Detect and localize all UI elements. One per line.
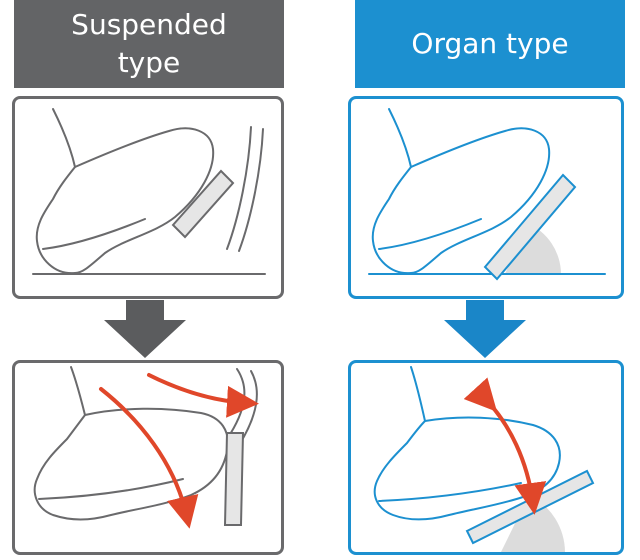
- shoe-outline: [35, 127, 215, 275]
- curved-arrow-icon: [463, 377, 547, 515]
- shoe-outline: [33, 407, 229, 521]
- suspended-type-header: Suspended type: [14, 0, 284, 88]
- leg-outline: [52, 108, 76, 168]
- shoe-sole-line: [378, 482, 522, 502]
- pedal-pad: [171, 169, 235, 239]
- suspended-type-title: Suspended type: [71, 8, 227, 79]
- shoe-sole-line: [378, 218, 482, 250]
- shoe-outline: [371, 127, 551, 275]
- organ-type-header: Organ type: [355, 0, 625, 88]
- pedal-arm-outer: [226, 126, 252, 250]
- pedal-pad: [223, 432, 245, 526]
- leg-outline: [410, 366, 426, 422]
- organ-type-title: Organ type: [411, 27, 569, 60]
- organ-pedal-rest-illustration: [368, 108, 606, 281]
- curved-arrow-icon: [147, 373, 259, 418]
- pedal-pad: [483, 173, 577, 281]
- down-arrow-icon: [104, 300, 186, 358]
- pivot-arc: [505, 223, 561, 274]
- suspended-pedal-press-illustration: [33, 366, 259, 529]
- organ-pedal-press-panel: [348, 360, 624, 555]
- organ-pedal-rest-panel: [348, 96, 624, 299]
- suspended-pedal-press-panel: [12, 360, 284, 555]
- down-arrow-icon: [444, 300, 526, 358]
- curved-arrow-icon: [99, 387, 199, 529]
- leg-outline: [70, 366, 86, 416]
- shoe-sole-line: [42, 218, 146, 250]
- pedal-arm-inner: [238, 128, 264, 252]
- pivot-arc: [501, 495, 565, 552]
- suspended-pedal-rest-panel: [12, 96, 284, 299]
- shoe-sole-line: [38, 478, 184, 500]
- organ-pedal-press-illustration: [373, 366, 595, 552]
- suspended-pedal-rest-illustration: [32, 108, 266, 275]
- leg-outline: [388, 108, 412, 168]
